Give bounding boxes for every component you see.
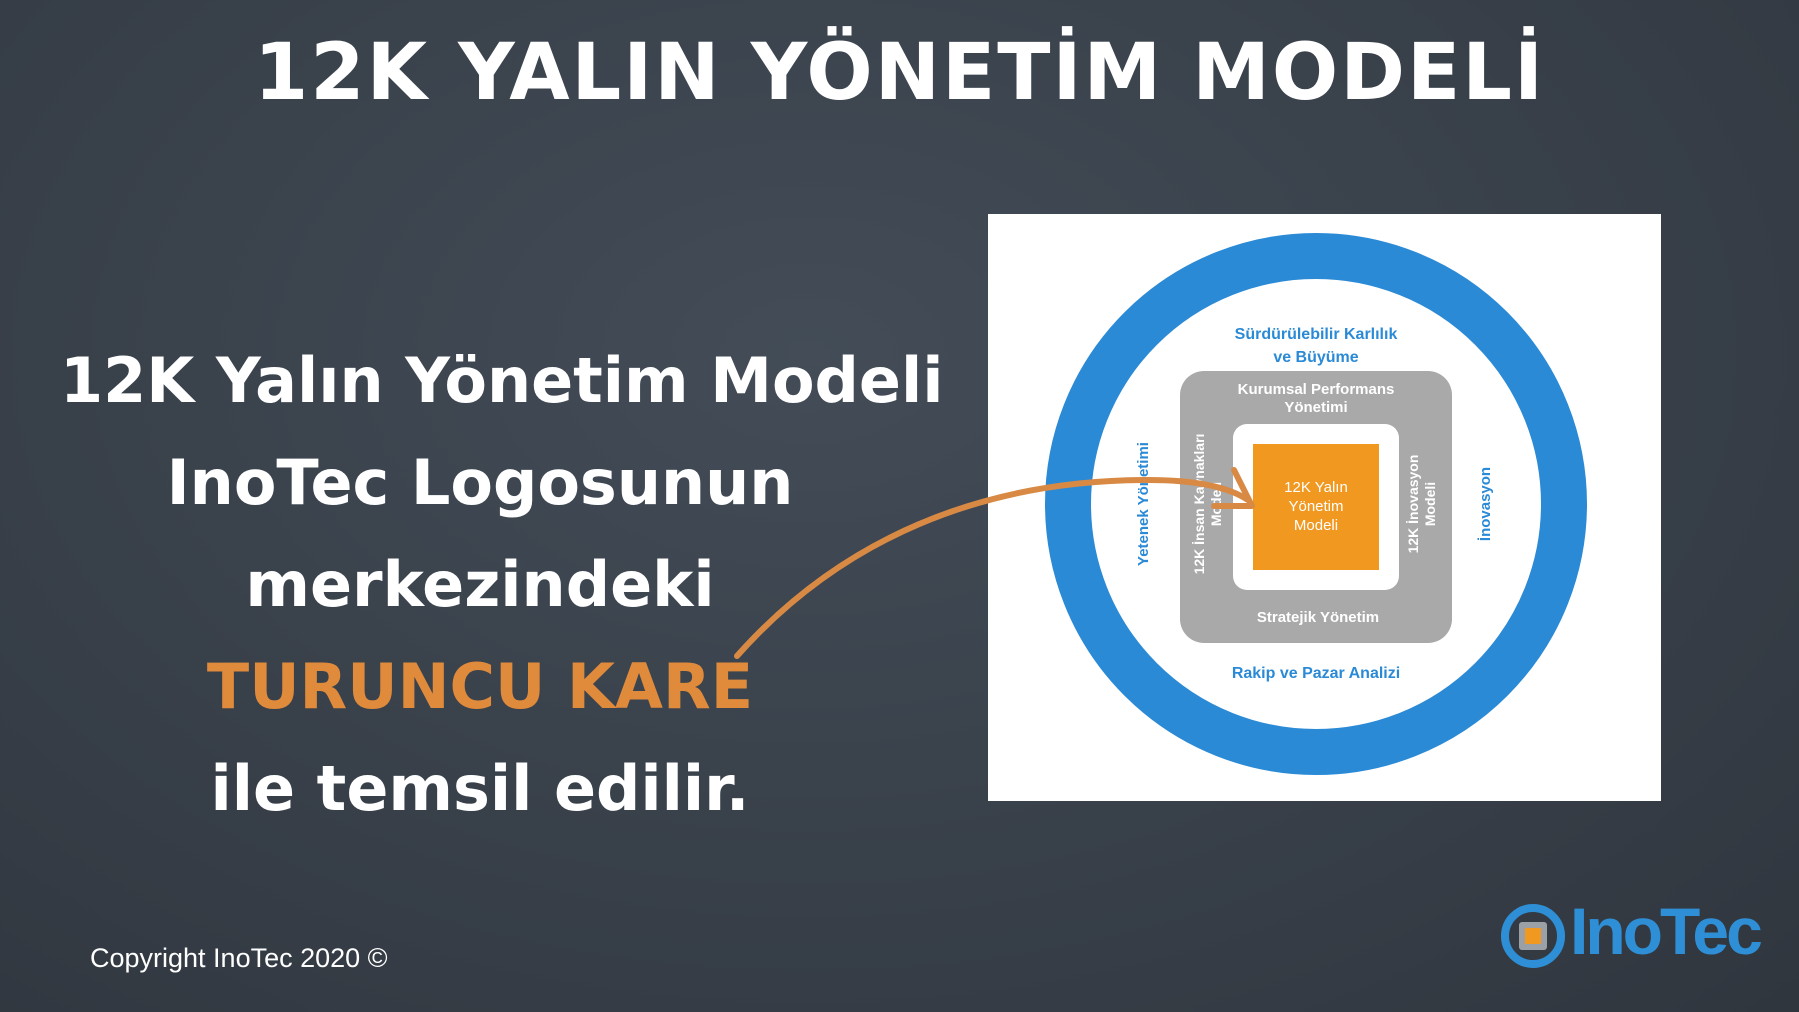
model-diagram: Sürdürülebilir Karlılık ve Büyüme Rakip … [988,214,1661,801]
body-line-3: merkezindeki [245,548,715,621]
center-label-1: 12K Yalın [1284,479,1348,496]
outer-top-label-2: ve Büyüme [1273,349,1358,366]
middle-right-label-1: 12K İnovasyon [1405,455,1421,554]
copyright-text: Copyright InoTec 2020 © [90,943,388,973]
middle-top-label-2: Yönetimi [1284,399,1347,416]
orange-center-square [1253,444,1379,570]
inotec-logo-icon [1501,904,1565,968]
middle-top-label-1: Kurumsal Performans [1238,381,1395,398]
middle-right-label-2: Modeli [1422,482,1438,526]
middle-bottom-label: Stratejik Yönetim [1257,609,1379,626]
slide-body-text: 12K Yalın Yönetim Modeli InoTec Logosunu… [60,330,944,840]
body-line-5: ile temsil edilir. [210,752,750,825]
outer-top-label-1: Sürdürülebilir Karlılık [1235,326,1398,343]
inotec-logo: InoTec [1500,894,1763,975]
body-line-1: 12K Yalın Yönetim Modeli [60,344,944,417]
center-label-2: Yönetim [1288,498,1343,515]
outer-bottom-label: Rakip ve Pazar Analizi [1232,665,1400,682]
middle-left-label-1: 12K İnsan Kaynakları [1191,434,1207,575]
body-line-highlight: TURUNCU KARE [206,650,754,723]
outer-left-label: Yetenek Yönetimi [1135,442,1152,566]
slide-title: 12K YALIN YÖNETİM MODELİ [254,28,1545,118]
body-line-2: InoTec Logosunun [166,446,794,519]
center-label-3: Modeli [1294,517,1338,534]
logo-text: InoTec [1570,894,1763,968]
outer-right-label: İnovasyon [1477,467,1494,541]
middle-left-label-2: Modeli [1208,482,1224,526]
